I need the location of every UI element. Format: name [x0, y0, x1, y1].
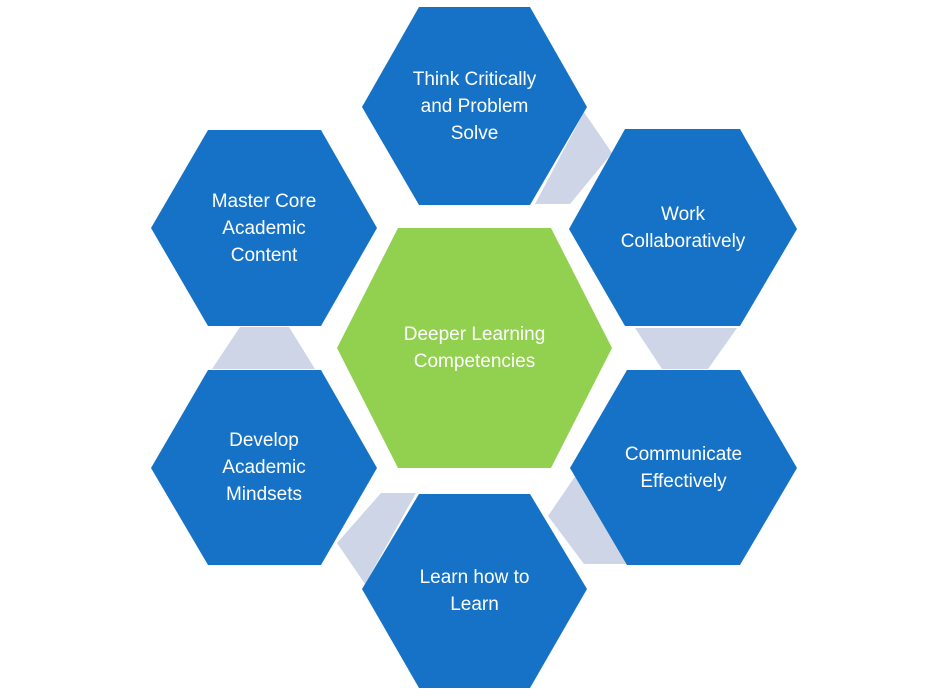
connector-work-communicate	[635, 328, 737, 369]
connector-learn-mindsets	[337, 493, 416, 584]
hexagon-communicate-effectively	[570, 370, 797, 565]
connector-think-work	[535, 112, 612, 204]
connector-mindsets-master	[212, 327, 315, 369]
hexagon-develop-mindsets	[151, 370, 377, 565]
hexagon-learn-how-to-learn	[362, 494, 587, 688]
hexagon-think-critically	[362, 7, 587, 205]
hexagon-master-core	[151, 130, 377, 326]
hexagon-center	[337, 228, 612, 468]
connector-communicate-learn	[548, 475, 627, 564]
hexagon-work-collaboratively	[569, 129, 797, 326]
